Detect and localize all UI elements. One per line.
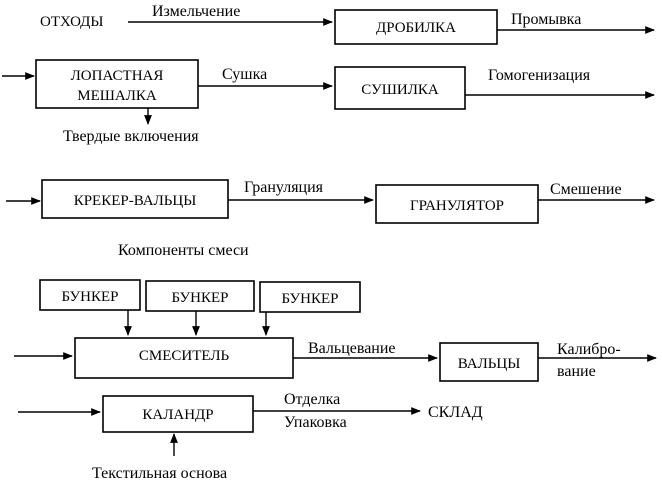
bunker-1-box [39, 279, 141, 311]
dryer-label: СУШИЛКА [361, 82, 439, 98]
crusher-label: ДРОБИЛКА [376, 20, 456, 36]
label-homogenization: Гомогенизация [488, 67, 591, 84]
calender-label: КАЛАНДР [142, 407, 213, 423]
label-packaging: Упаковка [284, 414, 347, 431]
cracker-rolls-label: КРЕКЕР-ВАЛЬЦЫ [74, 193, 197, 209]
granulator-label: ГРАНУЛЯТОР [410, 198, 504, 214]
label-blending: Смешение [550, 181, 622, 198]
label-rolling: Вальцевание [308, 340, 396, 357]
label-drying: Сушка [222, 66, 267, 83]
calender-box [102, 395, 254, 433]
bunker-2-label: БУНКЕР [171, 290, 228, 306]
dryer-box [334, 66, 466, 110]
bunker-3-label: БУНКЕР [281, 291, 338, 307]
bunker-1-label: БУНКЕР [61, 289, 118, 305]
rolls-box [439, 342, 539, 382]
bunker-3-box [259, 281, 361, 313]
cracker-rolls-box [41, 179, 229, 219]
label-grinding: Измельчение [152, 3, 240, 20]
label-textile-base: Текстильная основа [92, 465, 227, 482]
paddle-mixer-label-line2: МЕШАЛКА [77, 88, 157, 104]
label-granulation: Грануляция [244, 179, 324, 196]
paddle-mixer-label-line1: ЛОПАСТНАЯ [71, 68, 164, 84]
bunker-2-box [145, 280, 255, 312]
rolls-label: ВАЛЬЦЫ [458, 356, 521, 372]
crusher-box [334, 9, 498, 45]
paddle-mixer-box [35, 59, 199, 109]
label-mix-components: Компоненты смеси [118, 242, 249, 259]
label-washing: Промывка [511, 11, 581, 28]
label-calibration-line2: вание [557, 363, 596, 380]
label-waste: ОТХОДЫ [40, 14, 103, 30]
mixer-label: СМЕСИТЕЛЬ [139, 348, 230, 364]
label-finishing: Отделка [284, 391, 340, 408]
granulator-box [375, 184, 539, 224]
label-calibration-line1: Калибро- [557, 341, 621, 358]
mixer-box [74, 337, 294, 379]
label-solid-inclusions: Твердые включения [63, 128, 199, 145]
label-warehouse: СКЛАД [428, 404, 483, 421]
